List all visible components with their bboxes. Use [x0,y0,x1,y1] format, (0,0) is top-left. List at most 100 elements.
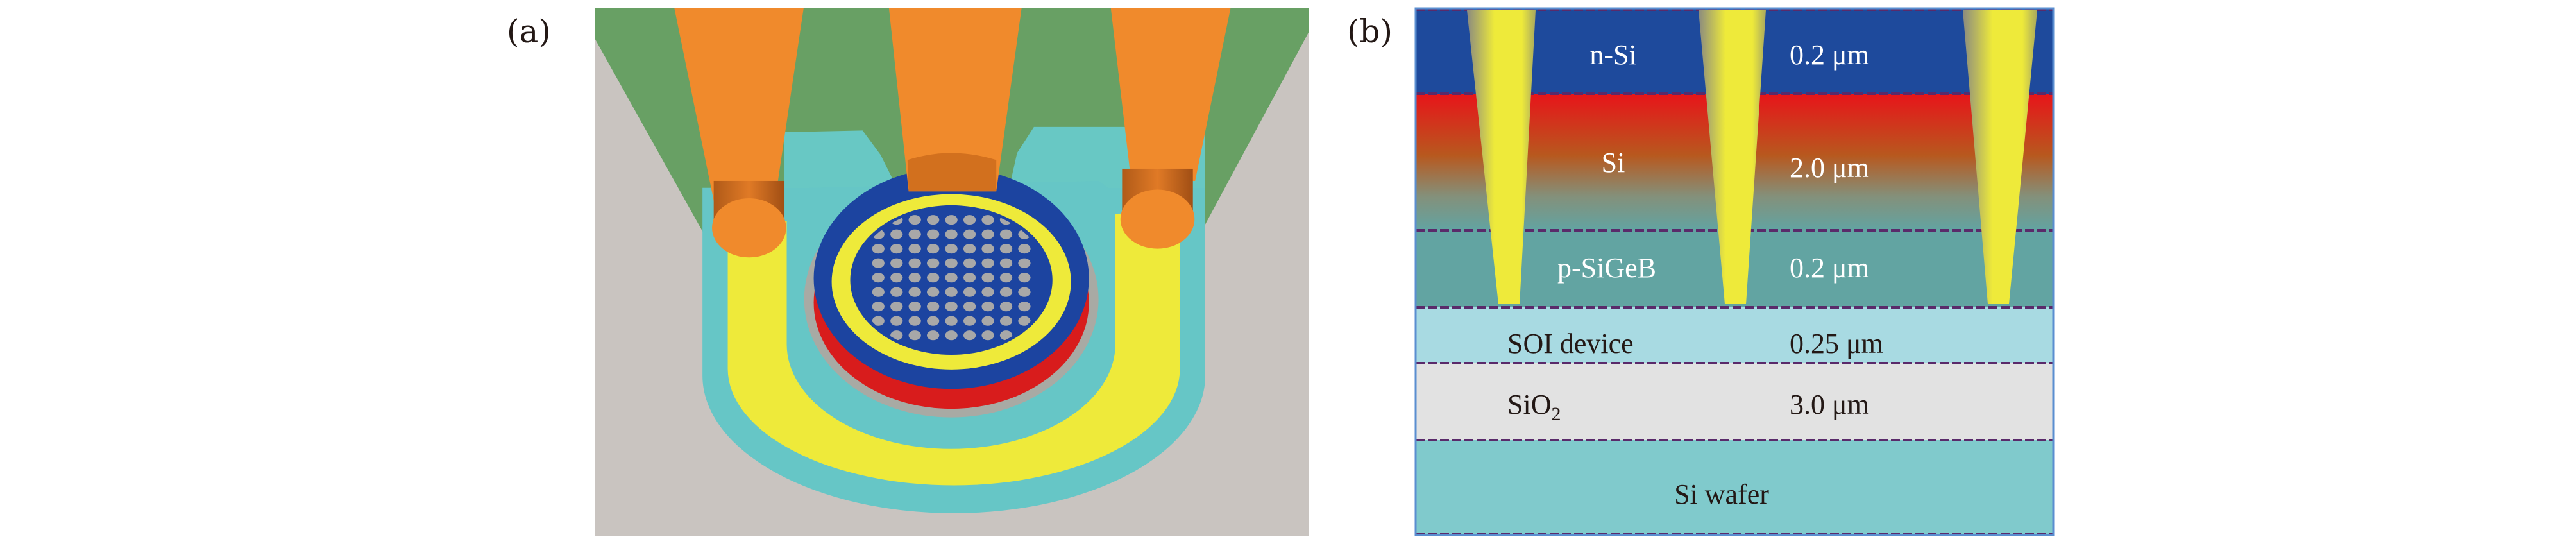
panel-b-layer-stack: n-Si 0.2 μm Si 2.0 μm p-SiGeB 0.2 μm SOI… [1414,7,2055,536]
left-lead [674,8,804,209]
hole [999,316,1013,326]
hole [872,287,885,297]
layer-name-soi-device: SOI device [1507,328,1634,359]
contact-cone-2 [1699,10,1766,304]
hole [981,244,994,254]
panel-b-label: (b) [1347,13,1393,50]
hole [927,330,940,341]
layer-name-si-wafer: Si wafer [1674,479,1769,510]
layer-name-n-si: n-Si [1589,39,1636,71]
hole [1018,244,1031,254]
hole [890,229,903,239]
hole [1018,258,1031,268]
layer-thickness-p-sigeb: 0.2 μm [1790,252,1869,284]
hole [981,316,994,326]
layer-name-si: Si [1602,147,1625,178]
center-lead-bend [907,153,997,192]
hole [963,330,976,341]
hole [908,302,921,312]
hole [945,316,958,326]
hole [999,229,1013,239]
hole [999,258,1013,268]
hole [872,273,885,283]
contact-cone-3 [1963,10,2037,304]
hole [908,287,921,297]
layer-thickness-soi-device: 0.25 μm [1790,328,1883,359]
hole [927,229,940,239]
hole [999,330,1013,341]
hole [890,330,903,341]
hole [963,287,976,297]
photonic-hole-array [872,215,1031,341]
hole [872,302,885,312]
hole [963,229,976,239]
panel-a-label: (a) [507,13,551,50]
hole [981,273,994,283]
hole [908,273,921,283]
hole [945,273,958,283]
hole [981,287,994,297]
hole [908,258,921,268]
layer-thickness-n-si: 0.2 μm [1790,39,1869,71]
hole [981,258,994,268]
hole [1018,273,1031,283]
hole [927,258,940,268]
hole [963,316,976,326]
hole [872,244,885,254]
hole [872,258,885,268]
hole [963,258,976,268]
hole [999,273,1013,283]
hole [927,316,940,326]
hole [927,215,940,225]
hole [945,287,958,297]
hole [890,316,903,326]
hole [890,302,903,312]
hole [927,287,940,297]
hole [927,302,940,312]
left-pad [712,198,786,258]
hole [981,229,994,239]
hole [963,273,976,283]
right-pad [1120,189,1195,249]
hole [1018,287,1031,297]
hole [908,316,921,326]
hole [908,330,921,341]
hole [890,287,903,297]
hole [963,215,976,225]
hole [890,273,903,283]
hole [872,316,885,326]
hole [963,244,976,254]
hole [999,302,1013,312]
hole [981,330,994,341]
hole [908,215,921,225]
hole [945,302,958,312]
layer-name-sio2: SiO2 [1507,389,1561,425]
hole [981,302,994,312]
hole [927,273,940,283]
center-lead [888,8,1022,192]
panel-a-device-3d [595,8,1309,536]
hole [981,215,994,225]
hole [927,244,940,254]
layer-thickness-sio2: 3.0 μm [1790,389,1869,420]
hole [890,258,903,268]
layer-thickness-si: 2.0 μm [1790,152,1869,183]
layer-sio2 [1416,363,2053,440]
hole [908,229,921,239]
layer-soi-device [1416,307,2053,363]
hole [963,302,976,312]
hole [945,229,958,239]
hole [945,330,958,341]
hole [908,244,921,254]
hole [945,258,958,268]
contact-cone-1 [1467,10,1536,304]
hole [1018,316,1031,326]
stack-border [1414,7,2055,536]
hole [999,287,1013,297]
hole [1018,302,1031,312]
hole [890,244,903,254]
hole [945,215,958,225]
layer-name-p-sigeb: p-SiGeB [1557,252,1656,284]
right-lead [1110,8,1231,181]
